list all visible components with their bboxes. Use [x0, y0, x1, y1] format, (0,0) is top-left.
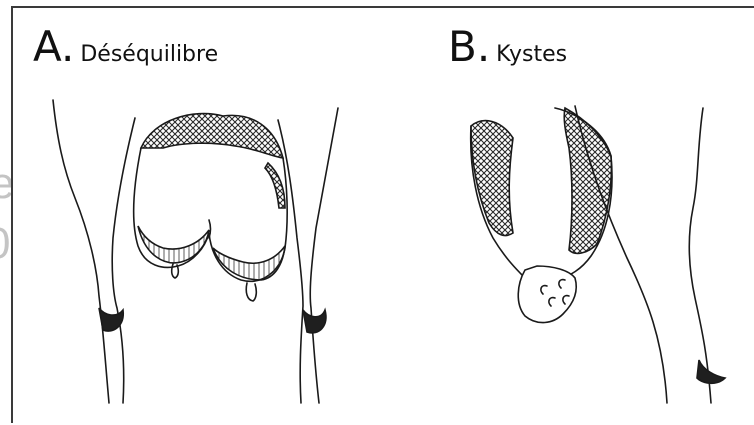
background-text-fragment: 0	[0, 222, 10, 266]
udder-imbalance-drawing	[53, 100, 338, 403]
udder-right-shading	[213, 246, 285, 280]
udder-cysts-drawing	[471, 106, 725, 403]
figure-panel: A.Déséquilibre B.Kystes	[11, 6, 754, 423]
hind-hock	[697, 360, 725, 383]
udder-top-hatching	[141, 114, 283, 158]
udder-midline	[209, 220, 211, 238]
udder-left-shading	[138, 226, 209, 263]
teat-right	[246, 283, 256, 301]
udder-back-hatching	[471, 121, 513, 236]
udder-front-hatching	[564, 108, 611, 253]
udder-illustrations	[13, 8, 754, 425]
left-leg-inner	[112, 118, 135, 403]
right-leg-outline	[310, 108, 338, 403]
right-hock	[303, 310, 326, 333]
hind-leg-back	[689, 108, 711, 403]
left-leg-outline	[53, 100, 109, 403]
cyst-mass	[518, 266, 576, 323]
udder-right-side-hatch	[265, 163, 285, 208]
